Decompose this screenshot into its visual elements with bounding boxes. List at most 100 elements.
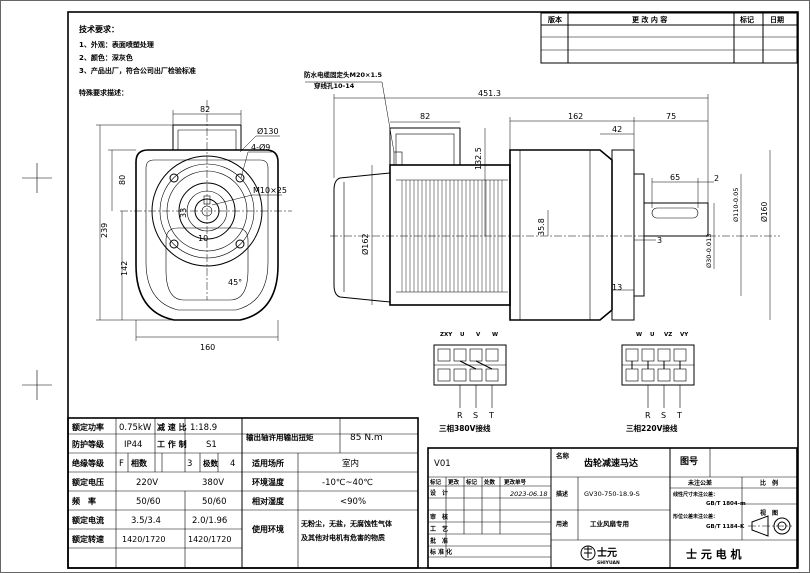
tb-std2: GB/T 1184-K: [706, 524, 745, 530]
tb-version: V01: [434, 459, 451, 469]
tb-std2-label: 形位公差未注公差：: [673, 513, 718, 520]
tb-use-value: 工业风扇专用: [590, 519, 629, 528]
tech-item-2: 2、颜色：深灰色: [79, 53, 133, 62]
w380-t: T: [488, 411, 494, 420]
spec-phase: 3: [187, 459, 192, 469]
spec-freq-label: 频 率: [72, 496, 96, 506]
tb-name-label: 名称: [556, 451, 570, 460]
spec-power-label: 额定功率: [72, 422, 104, 432]
wiring-220v: W U VZ VY R S T 三相220V接线: [621, 332, 695, 433]
motor-fins: [401, 180, 503, 292]
spec-current-label: 额定电流: [72, 515, 104, 525]
spec-protection: IP44: [124, 440, 142, 450]
spec-humidity: <90%: [340, 497, 366, 507]
cooling-fins: [396, 179, 508, 293]
dim-side-13: 13: [612, 283, 622, 292]
spec-duty-label: 工 作 制: [157, 439, 187, 449]
tb-product-name: 齿轮减速马达: [584, 457, 638, 469]
dim-side-3: 3: [657, 236, 662, 245]
spec-env-line1: 无粉尘，无盐，无腐蚀性气体: [300, 519, 393, 528]
dim-front-holes: 4-Ø9: [251, 142, 270, 152]
w220-caption: 三相220V接线: [626, 423, 678, 433]
tb-h-1: 标记: [429, 478, 442, 486]
dim-front-142: 142: [120, 261, 129, 276]
spec-voltage-label: 额定电压: [72, 477, 104, 487]
tb-desc-label: 描述: [556, 490, 568, 498]
tb-craft-label: 工 艺: [430, 525, 448, 533]
dim-side-d162: Ø162: [360, 233, 370, 255]
w380-top-1: ZXY: [440, 332, 453, 338]
tb-company: 士 元 电 机: [686, 547, 742, 561]
tb-check-label: 审 核: [430, 513, 448, 521]
tb-unspecified-tol: 未注公差: [688, 479, 712, 487]
spec-insulation-label: 绝缘等级: [72, 458, 105, 468]
tb-scale-label: 比 例: [760, 479, 778, 487]
spec-voltage-1: 220V: [136, 478, 158, 488]
spec-speed-2: 1420/1720: [188, 535, 231, 544]
tb-std-label: 标 准 化: [429, 548, 452, 556]
logo-en: SHIYUAN: [597, 560, 620, 566]
w380-caption: 三相380V接线: [439, 423, 491, 433]
dim-side-42: 42: [612, 125, 622, 134]
spec-power: 0.75kW: [119, 423, 152, 433]
tb-std1: GB/T 1804-m: [706, 501, 746, 507]
spec-insulation: F: [119, 459, 124, 469]
w220-t: T: [676, 411, 682, 420]
spec-poles-label: 极数: [203, 458, 218, 468]
cable-note-line1: 防水电缆固定头M20×1.5: [304, 70, 382, 79]
dim-side-overall: 451.3: [478, 89, 501, 98]
spec-freq-2: 50/60: [202, 497, 227, 507]
side-view: 451.3 82 162 42 75 65 2 Ø162 132.5 35.8 …: [304, 70, 780, 321]
tb-design-label: 设 计: [430, 489, 448, 497]
register-marks: [22, 163, 52, 400]
special-title: 特殊要求描述：: [79, 88, 128, 97]
tb-std1-label: 线性尺寸未注公差：: [673, 491, 718, 498]
w380-top-4: W: [492, 332, 498, 338]
tb-h-5: 更改单号: [504, 478, 527, 486]
spec-voltage-2: 380V: [202, 478, 224, 488]
dim-side-162: 162: [568, 112, 583, 121]
dim-side-132: 132.5: [474, 147, 483, 170]
title-block: V01 名称 齿轮减速马达 图号 标记 更改 标记 处数 更改单号 未注公差 比…: [427, 447, 798, 569]
spec-current-1: 3.5/3.4: [131, 516, 161, 526]
dim-front-80: 80: [118, 175, 127, 185]
spec-ratio-label: 减 速 比: [157, 422, 187, 432]
spec-torque-label: 输出轴许用输出扭矩: [246, 432, 314, 442]
tech-item-1: 1、外观：表面喷塑处理: [79, 40, 154, 49]
spec-ratio: 1:18.9: [190, 423, 217, 433]
tb-h-3: 标记: [465, 478, 478, 486]
w220-r: R: [645, 411, 651, 420]
spec-env-line2: 及其他对电机有危害的物质: [301, 533, 385, 542]
dim-front-33: 33: [179, 208, 188, 218]
dim-front-82: 82: [200, 105, 210, 114]
tech-requirements: 技术要求： 1、外观：表面喷塑处理 2、颜色：深灰色 3、产品出厂，符合公司出厂…: [79, 24, 196, 97]
dim-side-box: 82: [420, 112, 430, 121]
spec-site: 室内: [342, 458, 359, 469]
cable-note-line2: 穿线孔10-14: [314, 81, 355, 90]
dim-side-2: 2: [714, 174, 719, 183]
w380-s: S: [473, 411, 478, 420]
w380-top-3: V: [476, 332, 481, 338]
dim-front-thread: M10×25: [253, 186, 287, 195]
spec-phase-label: 相数: [131, 458, 148, 468]
dim-side-65: 65: [670, 173, 680, 182]
w220-s: S: [661, 411, 666, 420]
spec-current-2: 2.0/1.96: [192, 516, 227, 526]
front-view: 82 Ø130 4-Ø9 M10×25 80 239 142 33 10 45°…: [96, 100, 292, 352]
dim-front-160: 160: [200, 343, 215, 352]
spec-freq-1: 50/60: [136, 497, 161, 507]
spec-protection-label: 防护等级: [72, 439, 105, 449]
tb-use-label: 用途: [555, 520, 569, 528]
tb-view-label: 视 图: [760, 509, 778, 517]
tb-approve-label: 批 准: [430, 537, 448, 545]
tech-item-3: 3、产品出厂，符合公司出厂检验标准: [79, 66, 196, 75]
projection-symbol-icon: [748, 515, 792, 537]
rev-header-version: 版本: [548, 15, 562, 24]
spec-temp-label: 环境温度: [252, 477, 285, 487]
dim-front-10: 10: [198, 234, 208, 243]
dim-front-239: 239: [100, 223, 109, 238]
tb-drawing-no-label: 图号: [680, 456, 698, 467]
spec-torque: 85 N.m: [350, 433, 383, 443]
dim-front-d130: Ø130: [257, 126, 279, 136]
